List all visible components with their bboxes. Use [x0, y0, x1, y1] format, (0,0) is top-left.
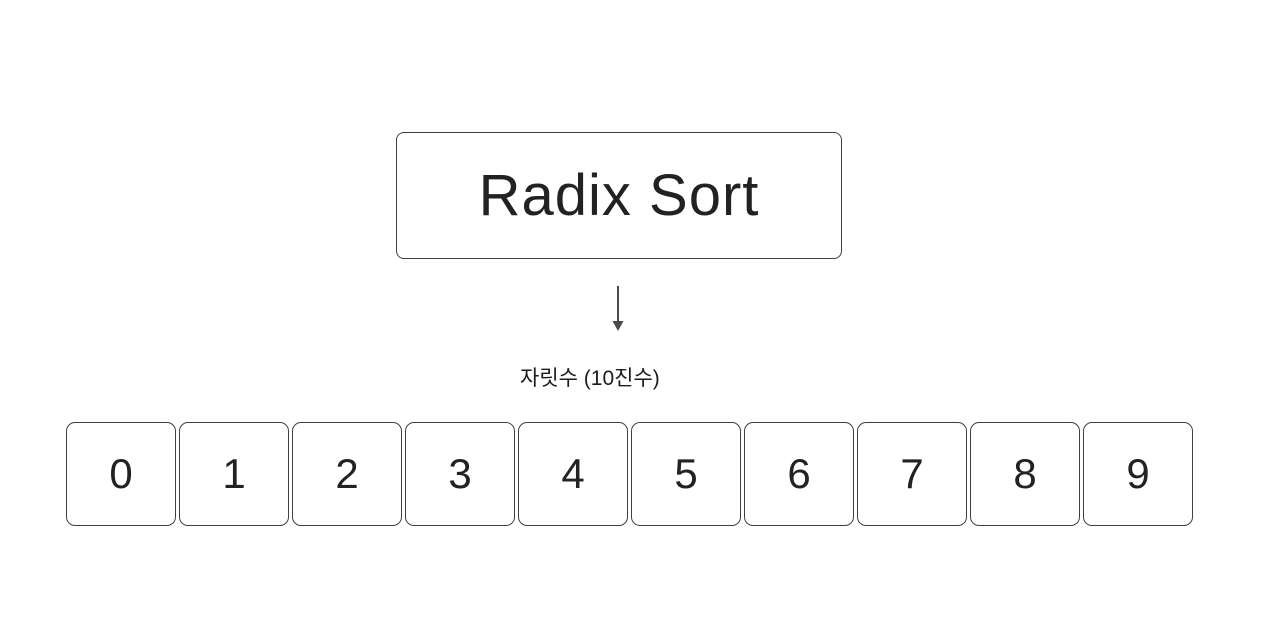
- down-arrow-icon: [612, 286, 624, 331]
- bucket-cell-1: 1: [179, 422, 289, 526]
- bucket-cell-2: 2: [292, 422, 402, 526]
- bucket-cell-6: 6: [744, 422, 854, 526]
- page-title: Radix Sort: [478, 163, 760, 228]
- bucket-cell-7: 7: [857, 422, 967, 526]
- bucket-cell-3: 3: [405, 422, 515, 526]
- bucket-cell-8: 8: [970, 422, 1080, 526]
- bucket-row: 0 1 2 3 4 5 6 7 8 9: [66, 422, 1193, 526]
- bucket-cell-9: 9: [1083, 422, 1193, 526]
- title-box: Radix Sort: [396, 132, 842, 259]
- bucket-cell-0: 0: [66, 422, 176, 526]
- bucket-cell-5: 5: [631, 422, 741, 526]
- bucket-cell-4: 4: [518, 422, 628, 526]
- digit-place-label: 자릿수 (10진수): [520, 367, 660, 390]
